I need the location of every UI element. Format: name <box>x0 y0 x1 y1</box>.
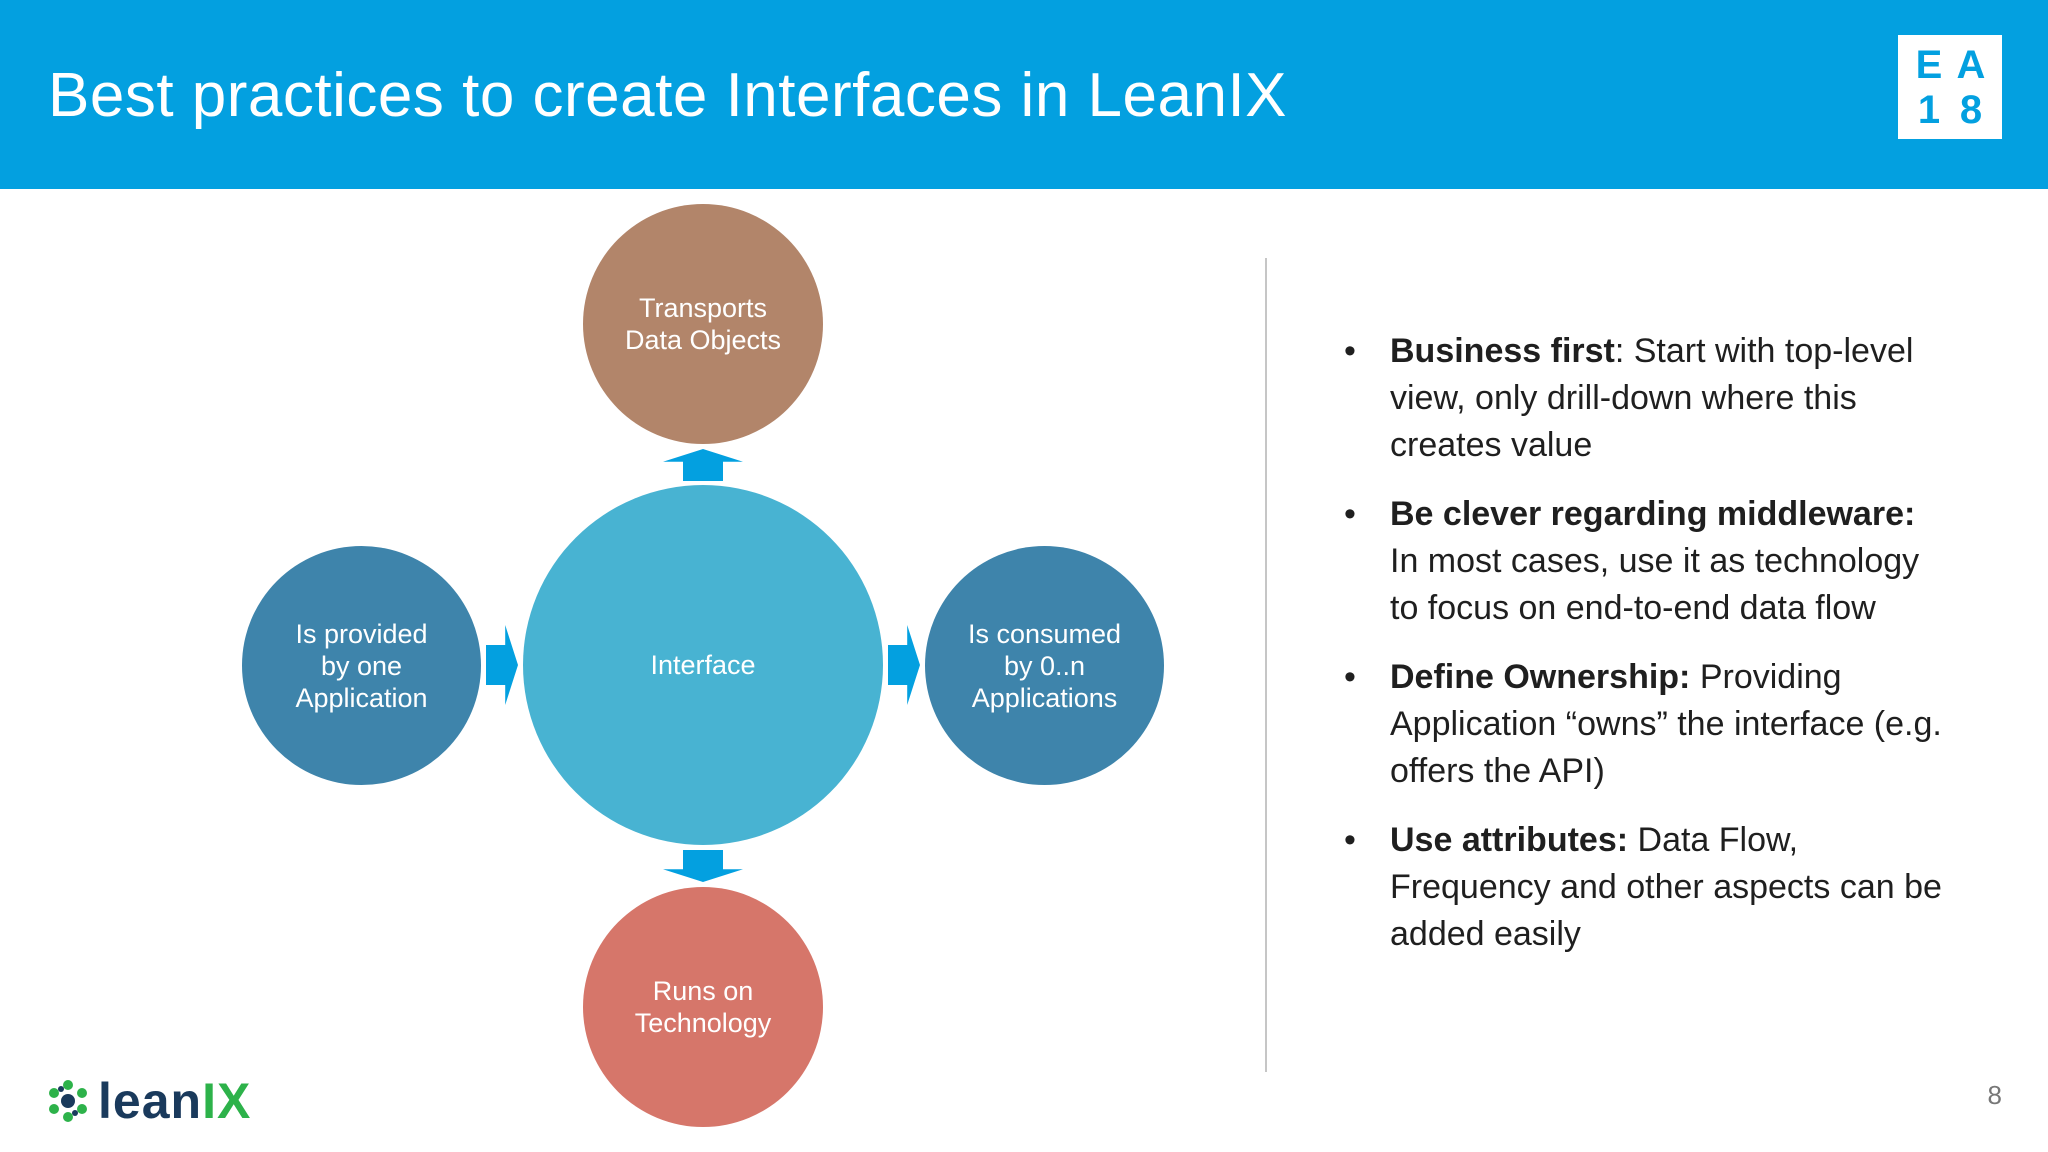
vertical-divider <box>1265 258 1267 1072</box>
list-item: • Be clever regarding middleware: In mos… <box>1342 491 1942 632</box>
slide-title: Best practices to create Interfaces in L… <box>48 61 1288 130</box>
page-number: 8 <box>1987 1080 2002 1110</box>
interface-diagram: Transports Data Objects Interface Is pro… <box>0 189 1260 1152</box>
bullet-icon: • <box>1344 658 1356 696</box>
bullet-heading: Define Ownership: <box>1390 658 1691 696</box>
arrow-up-icon <box>663 449 743 481</box>
leanix-mark-icon <box>49 1080 87 1122</box>
bullet-text: In most cases, use it as technology to f… <box>1390 542 1920 627</box>
node-data-objects: Transports Data Objects <box>583 204 823 444</box>
node-provider-application: Is provided by one Application <box>242 546 481 785</box>
bullet-text: Providing Application “owns” the interfa… <box>1390 658 1942 790</box>
bullet-heading: Be clever regarding middleware: <box>1390 495 1916 533</box>
node-provider-application-label: Is provided by one Application <box>295 618 428 713</box>
node-consumer-applications: Is consumed by 0..n Applications <box>925 546 1164 785</box>
list-item: • Business first: Start with top-level v… <box>1342 328 1942 469</box>
ea-logo-letter: 1 <box>1917 88 1941 132</box>
arrow-right-icon <box>888 625 920 705</box>
leanix-logo: leanIX <box>44 1073 251 1129</box>
bullet-icon: • <box>1344 821 1356 859</box>
best-practices-list: • Business first: Start with top-level v… <box>1342 328 1942 980</box>
leanix-wordmark: leanIX <box>98 1072 251 1130</box>
leanix-wordmark-suffix: IX <box>202 1073 252 1129</box>
bullet-icon: • <box>1344 495 1356 533</box>
ea-logo-letter: 8 <box>1959 88 1983 132</box>
arrow-down-icon <box>663 850 743 882</box>
ea18-logo: E A 1 8 <box>1898 35 2002 139</box>
node-consumer-applications-label: Is consumed by 0..n Applications <box>967 618 1122 713</box>
leanix-wordmark-prefix: lean <box>98 1073 203 1129</box>
node-interface-label: Interface <box>650 650 756 680</box>
bullet-text: : Start with top-level view, only drill-… <box>1390 332 1914 464</box>
bullet-icon: • <box>1344 332 1356 370</box>
slide-header: Best practices to create Interfaces in L… <box>0 0 2048 189</box>
node-interface: Interface <box>523 485 883 845</box>
arrow-right-icon <box>486 625 518 705</box>
node-technology: Runs on Technology <box>583 887 823 1127</box>
ea-logo-letter: E <box>1915 43 1943 87</box>
node-technology-label: Runs on Technology <box>634 976 772 1038</box>
bullet-heading: Business first <box>1390 332 1615 370</box>
bullet-text: Data Flow, Frequency and other aspects c… <box>1390 821 1942 953</box>
bullet-heading: Use attributes: <box>1390 821 1629 859</box>
list-item: • Use attributes: Data Flow, Frequency a… <box>1342 817 1942 958</box>
list-item: • Define Ownership: Providing Applicatio… <box>1342 654 1942 795</box>
ea-logo-letter: A <box>1956 43 1986 87</box>
node-data-objects-label: Transports Data Objects <box>624 293 782 355</box>
